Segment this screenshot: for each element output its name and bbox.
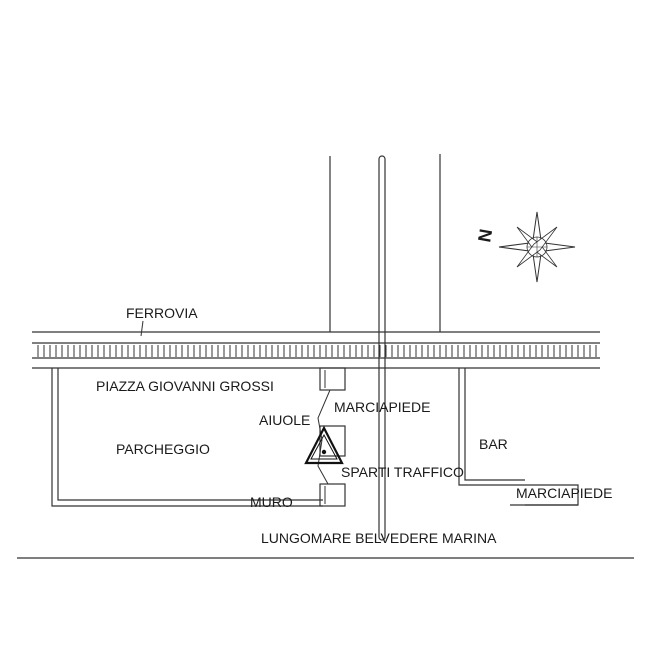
flowerbed-boxes bbox=[319, 367, 346, 507]
sidewalk-center-label: MARCIAPIEDE bbox=[334, 399, 430, 415]
parking-label: PARCHEGGIO bbox=[116, 441, 210, 457]
north-road bbox=[329, 154, 441, 332]
flowerbeds-label: AIUOLE bbox=[259, 412, 310, 428]
square-label: PIAZZA GIOVANNI GROSSI bbox=[96, 378, 274, 394]
bar-label: BAR bbox=[479, 436, 508, 452]
railway-ties bbox=[37, 345, 597, 357]
wall-label: MURO bbox=[250, 494, 293, 510]
warning-triangle-icon bbox=[304, 425, 344, 465]
north-label: N bbox=[474, 227, 496, 243]
compass-rose-icon bbox=[498, 211, 576, 283]
railway-label: FERROVIA bbox=[126, 305, 198, 321]
sidewalk-right-label: MARCIAPIEDE bbox=[516, 485, 612, 501]
parking-outline bbox=[51, 368, 323, 507]
railway-track bbox=[32, 331, 600, 369]
seafront-label: LUNGOMARE BELVEDERE MARINA bbox=[261, 530, 497, 546]
railway-leader bbox=[140, 320, 144, 337]
wall-line bbox=[317, 389, 331, 485]
traffic-divider-label: SPARTI TRAFFICO bbox=[341, 464, 464, 480]
central-divider bbox=[378, 155, 386, 541]
